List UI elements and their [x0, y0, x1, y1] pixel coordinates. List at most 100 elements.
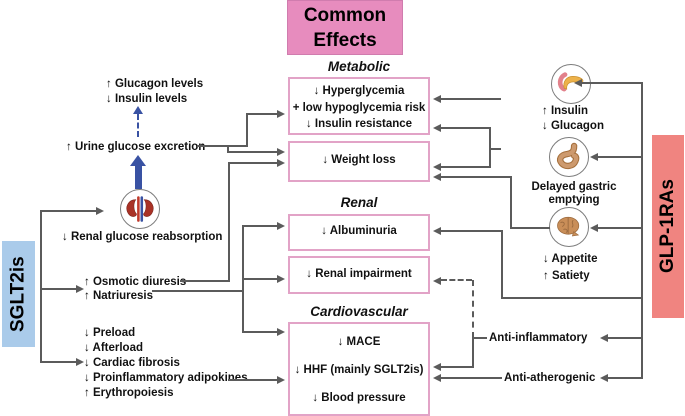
- effect-line: ↓ Hyperglycemia: [313, 85, 405, 97]
- effect-line: ↓ Preload: [84, 327, 136, 339]
- renal-glucose-reabsorption-text: ↓ Renal glucose reabsorption: [62, 231, 223, 243]
- arrowhead-left-icon: [600, 333, 608, 342]
- text-line: ↓ Insulin levels: [106, 93, 188, 105]
- blue-dashed-up-arrow: [137, 114, 139, 137]
- connector-line-dashed: [441, 279, 472, 281]
- brain-icon: [549, 207, 589, 247]
- text-line: ↑ Satiety: [543, 270, 590, 282]
- arrowhead-left-icon: [433, 172, 441, 181]
- connector-line: [40, 288, 76, 290]
- glucagon-insulin-text: ↑ Glucagon levels ↓ Insulin levels: [106, 77, 203, 107]
- urine-glucose-excretion-text: ↑ Urine glucose excretion: [66, 141, 206, 153]
- sglt2-effects-list: ↓ Preload ↓ Afterload ↓ Cardiac fibrosis…: [84, 326, 248, 401]
- connector-line: [608, 337, 643, 339]
- arrowhead-left-icon: [433, 226, 441, 235]
- weight-loss-box: ↓ Weight loss: [288, 141, 430, 182]
- connector-line: [441, 166, 489, 168]
- anti-inflammatory-text: Anti-inflammatory: [489, 332, 588, 344]
- arrowhead-left-icon: [433, 276, 441, 285]
- renal-impairment-box: ↓ Renal impairment: [288, 256, 430, 294]
- connector-line: [510, 227, 550, 229]
- effect-line: ↓ Proinflammatory adipokines: [84, 372, 248, 384]
- text-line: ↑ Glucagon levels: [106, 78, 204, 90]
- arrowhead-left-icon: [590, 152, 598, 161]
- connector-line: [242, 225, 277, 227]
- metabolic-heading: Metabolic: [327, 59, 391, 74]
- connector-line: [228, 162, 230, 282]
- arrowhead-right-icon: [76, 357, 84, 366]
- renal-heading: Renal: [340, 195, 378, 210]
- text-line: ↑ Natriuresis: [84, 290, 154, 302]
- connector-line: [489, 148, 501, 150]
- pancreas-glyph: [557, 72, 584, 92]
- insulin-glucagon-text: ↑ Insulin ↓ Glucagon: [542, 104, 604, 134]
- arrowhead-left-icon: [590, 223, 598, 232]
- common-effects-title: Common Effects: [287, 0, 403, 55]
- brain-glyph: [557, 216, 580, 237]
- arrowhead-right-icon: [76, 284, 84, 293]
- arrowhead-right-icon: [277, 274, 285, 283]
- albuminuria-box: ↓ Albuminuria: [288, 214, 430, 251]
- connector-line: [242, 331, 277, 333]
- connector-line: [228, 379, 277, 381]
- arrowhead-left-icon: [433, 373, 441, 382]
- connector-line: [228, 162, 277, 164]
- effect-line: ↓ Afterload: [84, 342, 143, 354]
- connector-line: [197, 145, 248, 147]
- connector-line: [441, 98, 501, 100]
- metabolic-effects-box: ↓ Hyperglycemia + low hypoglycemia risk …: [288, 77, 430, 135]
- connector-line: [489, 127, 491, 168]
- connector-line-dashed: [472, 280, 474, 338]
- arrowhead-right-icon: [277, 375, 285, 384]
- stomach-icon: [549, 137, 589, 177]
- connector-line: [246, 113, 248, 147]
- effect-line: ↓ Insulin resistance: [305, 118, 413, 130]
- stomach-glyph: [557, 142, 580, 170]
- anti-atherogenic-text: Anti-atherogenic: [504, 372, 596, 384]
- connector-line: [227, 151, 277, 153]
- connector-line: [242, 278, 277, 280]
- connector-line: [598, 156, 643, 158]
- text-line: ↑ Insulin: [542, 105, 588, 117]
- delayed-gastric-emptying-text: Delayed gastric emptying: [531, 181, 617, 206]
- connector-line: [472, 337, 487, 339]
- connector-line: [501, 297, 643, 299]
- connector-line: [441, 366, 474, 368]
- arrowhead-right-icon: [277, 327, 285, 336]
- arrowhead-left-icon: [433, 94, 441, 103]
- connector-line: [608, 377, 643, 379]
- connector-line: [441, 230, 501, 232]
- osmotic-diuresis-natriuresis-text: ↑ Osmotic diuresis ↑ Natriuresis: [84, 275, 186, 303]
- effect-line: ↓ Blood pressure: [312, 392, 406, 404]
- text-line: ↓ Glucagon: [542, 120, 604, 132]
- connector-line: [441, 127, 489, 129]
- sglt2is-label: SGLT2is: [2, 241, 35, 347]
- connector-line: [510, 176, 512, 229]
- appetite-satiety-text: ↓ Appetite ↑ Satiety: [543, 251, 598, 285]
- arrowhead-right-icon: [277, 158, 285, 167]
- connector-line: [441, 176, 512, 178]
- glp1ras-label: GLP-1RAs: [652, 135, 684, 318]
- arrowhead-left-icon: [574, 78, 582, 87]
- connector-line: [227, 145, 229, 153]
- effect-line: ↓ MACE: [337, 336, 381, 348]
- blue-up-arrow: [135, 165, 142, 189]
- text-line: ↓ Appetite: [543, 253, 598, 265]
- blue-up-arrowhead-icon: [130, 155, 146, 166]
- arrowhead-left-icon: [433, 123, 441, 132]
- connector-line: [246, 113, 277, 115]
- kidney-icon: [120, 189, 160, 229]
- connector-line: [582, 82, 643, 84]
- cardiovascular-effects-box: ↓ MACE ↓ HHF (mainly SGLT2is) ↓ Blood pr…: [288, 322, 430, 416]
- arrowhead-left-icon: [433, 362, 441, 371]
- arrowhead-left-icon: [433, 162, 441, 171]
- connector-line: [598, 227, 643, 229]
- blue-dashed-up-arrowhead-icon: [133, 106, 143, 114]
- connector-line: [641, 82, 643, 378]
- connector-line: [152, 290, 244, 292]
- connector-line: [40, 361, 76, 363]
- connector-line: [40, 210, 96, 212]
- connector-line: [441, 377, 502, 379]
- cardiovascular-heading: Cardiovascular: [310, 304, 408, 319]
